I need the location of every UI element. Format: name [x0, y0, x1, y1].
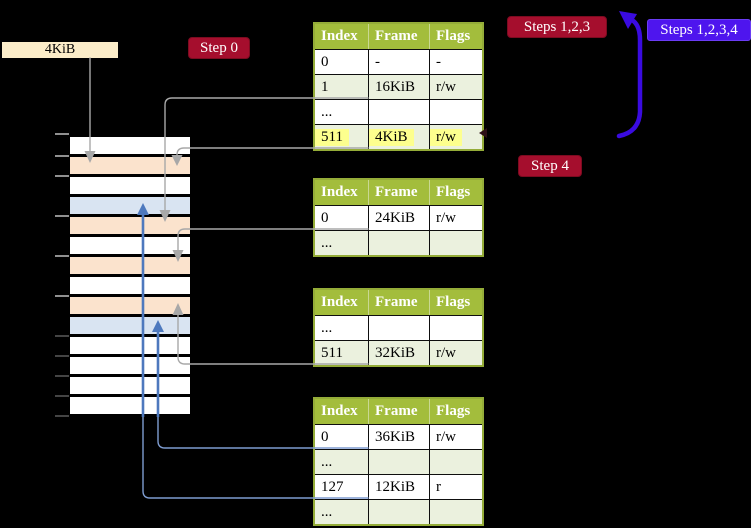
memory-frame-row: [70, 157, 190, 174]
table-cell: [368, 449, 430, 475]
column-header: Frame: [368, 23, 430, 50]
table-cell: [429, 449, 484, 475]
column-header: Flags: [429, 398, 483, 425]
memory-frame-row: [70, 137, 190, 154]
table-cell: [429, 315, 484, 341]
table-cell: r/w: [429, 340, 484, 367]
memory-frame-row: [70, 297, 190, 314]
steps-123-label: Steps 1,2,3: [507, 16, 607, 38]
table-cell: 0: [313, 424, 369, 450]
column-header: Frame: [368, 289, 430, 316]
column-header: Flags: [429, 23, 483, 50]
column-header: Index: [314, 398, 369, 425]
memory-stack: [70, 137, 190, 417]
table-cell: [429, 99, 484, 125]
table-cell: r/w: [429, 424, 484, 450]
table-cell: 24KiB: [368, 205, 430, 231]
memory-frame-row: [70, 217, 190, 234]
recursive-loop-arrow: [616, 17, 643, 139]
recursive-loop-arrow-head: [619, 11, 637, 29]
table-cell: [429, 499, 484, 526]
highlighted-value: 4KiB: [369, 128, 414, 146]
table-cell: 32KiB: [368, 340, 430, 367]
memory-frame-row: [70, 197, 190, 214]
table-cell: [368, 99, 430, 125]
frame-address-label: 4KiB: [2, 42, 118, 58]
column-header: Frame: [368, 398, 430, 425]
memory-frame-row: [70, 357, 190, 374]
memory-frame-row: [70, 317, 190, 334]
table-cell: 12KiB: [368, 474, 430, 500]
table-row: ...: [313, 99, 484, 125]
table-cell: -: [429, 49, 484, 75]
step0-label: Step 0: [188, 37, 250, 59]
table-row: ...: [313, 230, 484, 257]
table-row: ...: [313, 315, 484, 341]
table-cell: r: [429, 474, 484, 500]
table-cell: 511: [313, 340, 369, 367]
table-row: ...: [313, 499, 484, 526]
table-cell: [368, 230, 430, 257]
memory-frame-row: [70, 377, 190, 394]
table-cell: ...: [313, 99, 369, 125]
column-header: Index: [314, 289, 369, 316]
memory-frame-row: [70, 337, 190, 354]
table-cell: 0: [313, 205, 369, 231]
table-cell: ...: [313, 499, 369, 526]
memory-frame-row: [70, 397, 190, 414]
highlighted-value: 511: [315, 128, 349, 146]
memory-frame-row: [70, 257, 190, 274]
table-row: 511 4KiB r/w: [313, 124, 484, 151]
table-cell: [368, 499, 430, 526]
table-cell: 16KiB: [368, 74, 430, 100]
table-row: 0--: [313, 49, 484, 75]
column-header: Flags: [429, 289, 483, 316]
table-cell: -: [368, 49, 430, 75]
step4-label: Step 4: [518, 155, 582, 177]
column-header: Index: [314, 23, 369, 50]
table-cell: [368, 315, 430, 341]
column-header: Frame: [368, 179, 430, 206]
table-cell: r/w: [429, 124, 484, 151]
column-header: Index: [314, 179, 369, 206]
steps-1234-label: Steps 1,2,3,4: [647, 19, 751, 41]
table-cell: ...: [313, 315, 369, 341]
memory-frame-row: [70, 237, 190, 254]
table-cell: ...: [313, 449, 369, 475]
table-row: ...: [313, 449, 484, 475]
table-cell: 4KiB: [368, 124, 430, 151]
column-header: Flags: [429, 179, 483, 206]
memory-frame-row: [70, 177, 190, 194]
memory-tick-marks-lower: [55, 335, 69, 417]
table-cell: 0: [313, 49, 369, 75]
table-cell: 36KiB: [368, 424, 430, 450]
table-cell: 511: [313, 124, 369, 151]
table-cell: ...: [313, 230, 369, 257]
memory-frame-row: [70, 277, 190, 294]
table-cell: 1: [313, 74, 369, 100]
table-cell: r/w: [429, 74, 484, 100]
table-cell: r/w: [429, 205, 484, 231]
highlighted-value: r/w: [430, 128, 462, 146]
table-cell: 127: [313, 474, 369, 500]
memory-tick-marks: [55, 133, 69, 297]
table-cell: [429, 230, 484, 257]
